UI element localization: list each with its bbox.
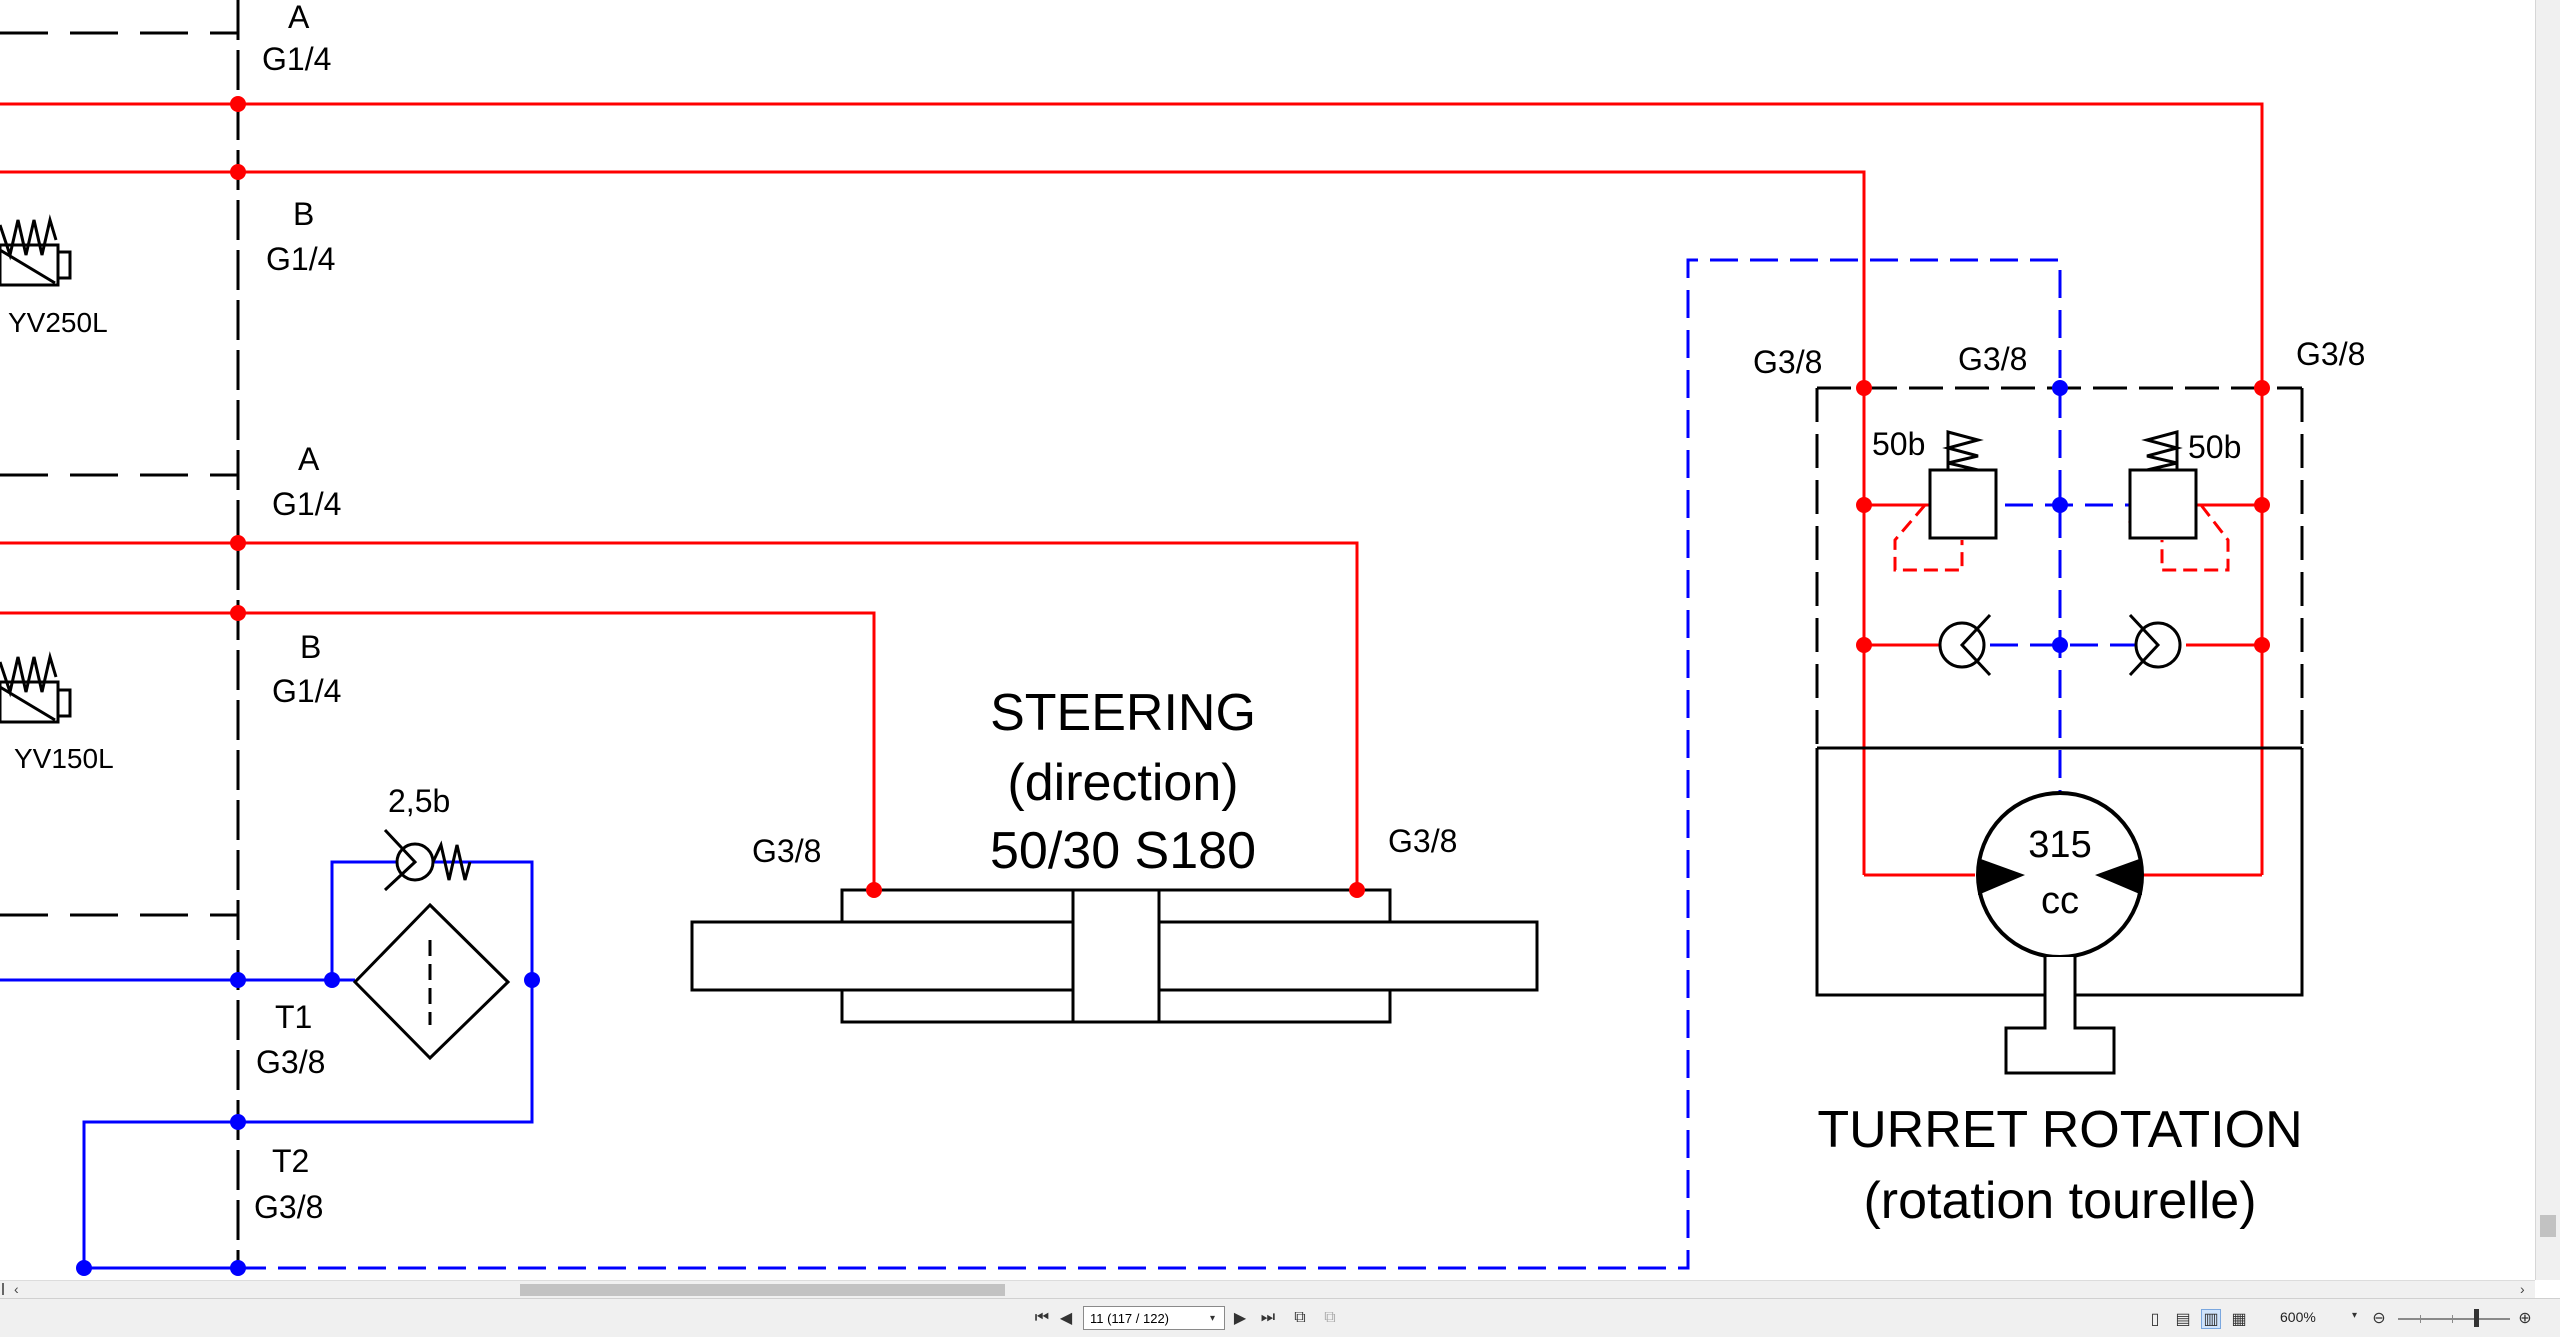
port-a2-thread-label: G1/4 [272,486,341,522]
single-page-icon[interactable]: ▯ [2150,1311,2160,1328]
check-valve-left-symbol [1938,613,1992,677]
page-number-text: 11 (117 / 122) [1090,1310,1170,1326]
horizontal-scrollbar[interactable]: ‹ › [0,1280,2535,1298]
port-t2-label: T2 [272,1143,309,1179]
port-a2-label: A [298,441,320,477]
navigation-toolbar: ⏮ ◀ 11 (117 / 122) ▾ ▶ ⏭ ⧉ ⧉ ▯ ▤ ▥ ▦ 600… [0,1298,2560,1337]
page-dropdown-icon[interactable]: ▾ [1210,1312,1216,1324]
port-b1-label: B [293,196,314,232]
previous-view-icon[interactable]: ⧉ [1294,1309,1306,1326]
document-viewport[interactable]: A G1/4 B G1/4 YV250L A G1/4 B G1/4 YV150… [0,0,2535,1280]
next-view-icon[interactable]: ⧉ [1324,1309,1336,1326]
page-number-input[interactable]: 11 (117 / 122) [1083,1306,1225,1330]
port-a1-label: A [288,0,310,35]
steering-rod-line [692,920,1537,992]
vertical-scroll-thumb[interactable] [2540,1215,2556,1237]
turret-port-right-label: G3/8 [2296,336,2365,372]
zoom-level[interactable]: 600% [2280,1309,2316,1325]
zoom-dropdown-icon[interactable]: ▾ [2352,1310,2358,1321]
pressure-lines [0,102,2264,890]
continuous-facing-icon[interactable]: ▦ [2231,1311,2247,1328]
relief-valve-right-symbol [2128,430,2198,540]
horizontal-scroll-thumb[interactable] [520,1284,1005,1296]
solenoid-valve-yv150l-symbol [0,651,72,724]
port-b2-label: B [300,629,321,665]
first-page-icon[interactable]: ⏮ [1034,1309,1050,1326]
steering-port-left-label: G3/8 [752,833,821,869]
valve-yv150l-label: YV150L [14,743,114,774]
relief-right-pressure-label: 50b [2188,429,2241,465]
zoom-slider-tick [2420,1315,2421,1323]
continuous-icon[interactable]: ▤ [2175,1311,2191,1328]
port-t1-label: T1 [275,999,312,1035]
turret-subtitle: (rotation tourelle) [1863,1172,2256,1230]
scroll-right-icon[interactable]: › [2520,1281,2525,1297]
port-t2-thread-label: G3/8 [254,1189,323,1225]
relief-valve-left-symbol [1928,430,1998,540]
valve-yv250l-label: YV250L [8,307,108,338]
facing-icon[interactable]: ▥ [2201,1309,2221,1329]
control-valve-block [0,0,240,1270]
relief-valve-red-paths [1893,504,2230,572]
hydraulic-schematic: A G1/4 B G1/4 YV250L A G1/4 B G1/4 YV150… [0,0,2365,1276]
steering-title: STEERING [990,684,1256,742]
solenoid-valve-yv250l-symbol [0,214,72,287]
port-b1-thread-label: G1/4 [266,241,335,277]
next-page-icon[interactable]: ▶ [1233,1310,1247,1327]
hydraulic-motor-symbol [1976,791,2144,1075]
blue-junction-dots [76,380,2068,1276]
scroll-start-marker [2,1283,10,1295]
return-filter-symbol [352,902,511,1061]
steering-port-right-label: G3/8 [1388,823,1457,859]
left-block-labels: A G1/4 B G1/4 YV250L A G1/4 B G1/4 YV150… [8,0,450,1225]
filter-check-pressure-label: 2,5b [388,783,450,819]
check-valve-right-symbol [2128,613,2182,677]
zoom-out-icon[interactable]: ⊖ [2372,1310,2386,1327]
zoom-in-icon[interactable]: ⊕ [2518,1310,2532,1327]
turret-title: TURRET ROTATION [1817,1101,2302,1159]
turret-labels: G3/8 G3/8 G3/8 50b 50b 315 cc TURRET ROT… [1753,336,2365,1230]
last-page-icon[interactable]: ⏭ [1260,1309,1276,1326]
zoom-slider-thumb[interactable] [2474,1309,2479,1327]
port-a1-thread-label: G1/4 [262,41,331,77]
steering-labels: STEERING (direction) 50/30 S180 G3/8 G3/… [752,684,1457,880]
zoom-slider-tick [2452,1315,2453,1323]
turret-port-middle-label: G3/8 [1958,341,2027,377]
port-t1-thread-label: G3/8 [256,1044,325,1080]
turret-port-left-label: G3/8 [1753,344,1822,380]
steering-spec: 50/30 S180 [990,822,1256,880]
scroll-left-icon[interactable]: ‹ [14,1281,19,1297]
steering-subtitle: (direction) [1007,754,1238,812]
vertical-scrollbar[interactable] [2535,0,2560,1280]
zoom-slider-track[interactable] [2398,1318,2510,1320]
relief-left-pressure-label: 50b [1872,426,1925,462]
motor-displacement-label: 315 [2028,824,2091,866]
steering-cylinder-symbol [690,888,1539,1024]
motor-unit-label: cc [2041,880,2079,922]
filter-bypass-check-valve [383,828,472,892]
previous-page-icon[interactable]: ◀ [1059,1310,1073,1327]
red-junction-dots [230,96,2270,898]
port-b2-thread-label: G1/4 [272,673,341,709]
